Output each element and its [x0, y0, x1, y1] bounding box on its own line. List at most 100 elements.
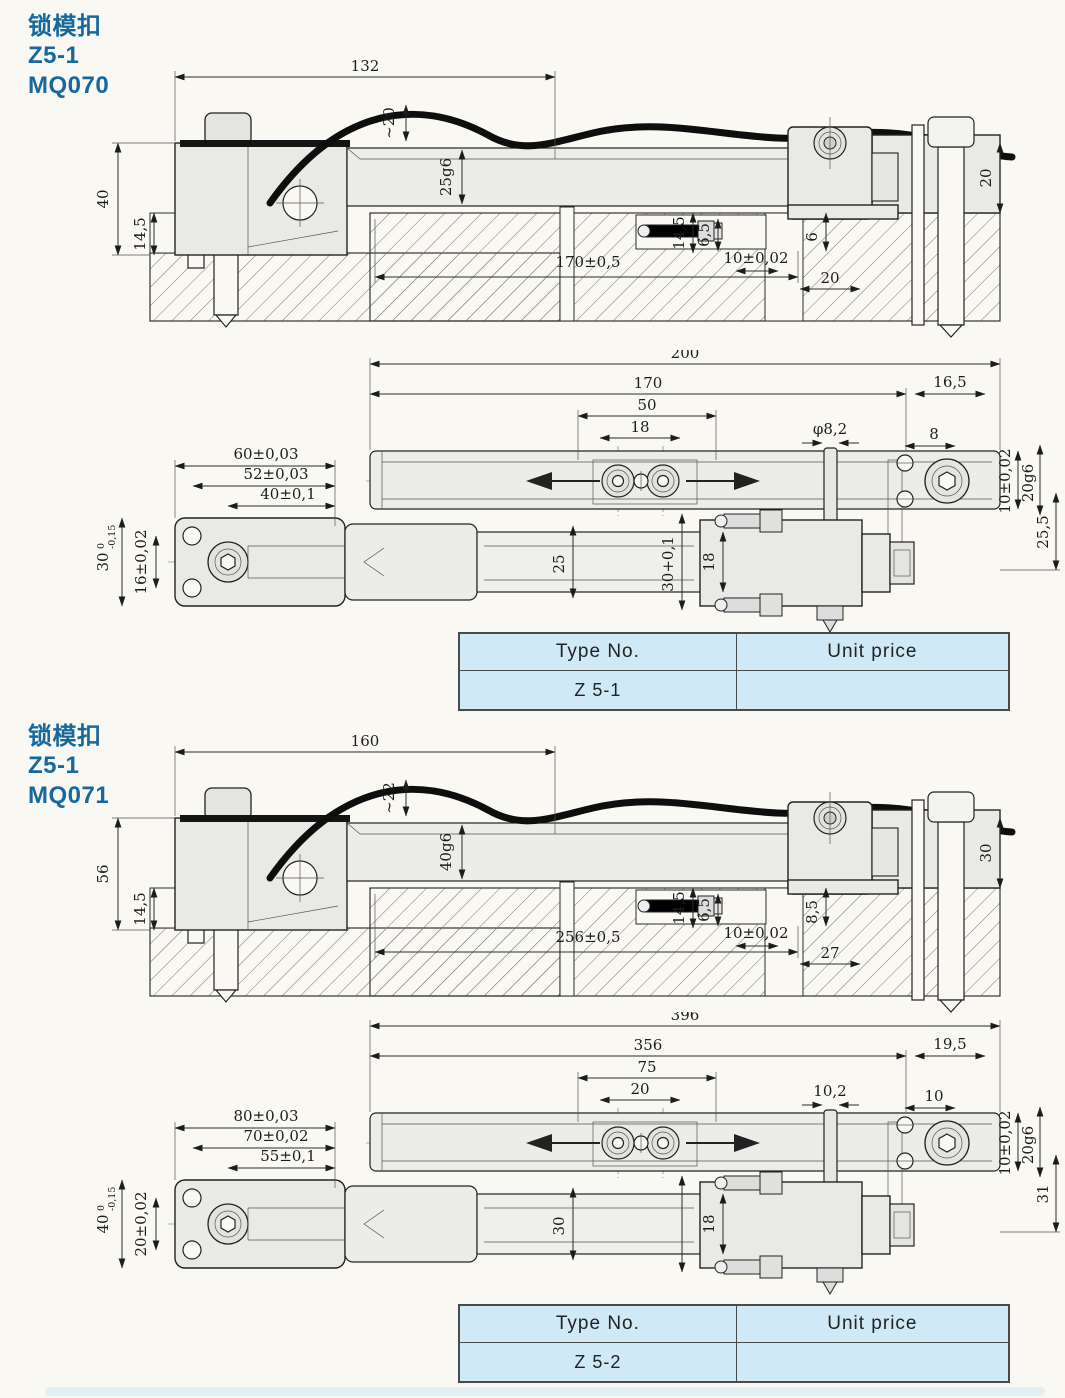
dim-block-w3: 40±0,1 — [260, 485, 316, 503]
slide-arrow-right — [734, 472, 760, 490]
dim-v-offset: 10±0,02 — [996, 448, 1014, 513]
dim-bar-height: 25g6 — [437, 158, 455, 196]
latch-bar — [346, 822, 803, 882]
dim-hole-span: 50 — [637, 396, 656, 414]
svg-text:-0,15: -0,15 — [107, 1187, 118, 1211]
dim-spring-height: ~22 — [380, 782, 398, 814]
slider-assembly — [174, 509, 915, 633]
svg-text:0: 0 — [96, 1205, 107, 1211]
dim-block-height: 30 0 -0,15 — [94, 525, 118, 572]
dim-block-height: 40 0 -0,15 — [94, 1187, 118, 1234]
dim-block-w2: 52±0,03 — [243, 465, 308, 483]
table-header-type: Type No. — [460, 634, 737, 670]
dim-hole-gap: 20 — [630, 1080, 649, 1098]
dimension-lines — [112, 71, 1004, 293]
dimension-labels: 200 170 50 18 φ8,2 16,5 8 10±0,02 20g6 2… — [94, 344, 1052, 595]
dim-length: 356 — [634, 1036, 663, 1054]
product-title: 锁模扣 Z5-1 MQ071 — [28, 722, 109, 810]
price-table: Type No. Unit price Z 5-1 — [458, 632, 1010, 711]
plan-view-drawing: 200 170 50 18 φ8,2 16,5 8 10±0,02 20g6 2… — [94, 344, 1060, 633]
dim-hook-depth: 8,5 — [803, 900, 821, 924]
hook-bracket — [787, 116, 1001, 338]
dim-right-height: 20 — [977, 168, 995, 187]
table-header-price: Unit price — [827, 1313, 918, 1334]
slider-assembly — [174, 1171, 915, 1295]
side-view-drawing: 160 ~22 40g6 56 14,5 256±0,5 30 14,5 6,5… — [94, 732, 1016, 1013]
dim-block-w2: 70±0,02 — [243, 1127, 308, 1145]
dim-mid-slot: 30+0,1 — [659, 536, 677, 592]
leaf-spring — [266, 785, 1016, 882]
dim-mid-bar: 25 — [550, 554, 568, 573]
dim-span: 256±0,5 — [555, 928, 620, 946]
product-title-line2: MQ070 — [28, 71, 110, 99]
dim-rod-dia: φ8,2 — [813, 420, 847, 438]
dim-v-offset: 10±0,02 — [996, 1110, 1014, 1175]
dim-pin-offset: 6,5 — [695, 898, 713, 922]
dim-end-height: 25,5 — [1034, 515, 1052, 548]
dim-right-step: 14,5 — [670, 216, 688, 249]
mold-plates-hatching — [149, 881, 1001, 997]
dim-mid-pin: 18 — [700, 1214, 718, 1233]
slide-arrow-right — [734, 1134, 760, 1152]
dimension-labels: 132 ~20 25g6 40 14,5 170±0,5 20 14,5 6,5… — [94, 57, 995, 287]
hook-bracket — [787, 791, 1001, 1013]
plan-view-drawing: 396 356 75 20 10,2 19,5 10 10±0,02 20g6 … — [94, 1006, 1060, 1295]
stop-pin — [635, 214, 767, 250]
dim-top-width: 132 — [351, 57, 380, 75]
dim-end-width: 19,5 — [933, 1035, 966, 1053]
svg-text:30: 30 — [94, 552, 112, 571]
dim-mid-bar: 30 — [550, 1216, 568, 1235]
dim-body-height: 40 — [94, 189, 112, 208]
latch-bar — [346, 147, 803, 207]
dim-bar-height: 40g6 — [437, 833, 455, 871]
product-title-line2: MQ071 — [28, 781, 110, 809]
dim-top-width: 160 — [351, 732, 380, 750]
dim-edge-offset: 27 — [820, 944, 839, 962]
dim-end-hole: 10 — [924, 1087, 943, 1105]
dim-block-slot: 16±0,02 — [132, 529, 150, 594]
dim-edge-offset: 20 — [820, 269, 839, 287]
page-edge-strip — [45, 1387, 1045, 1396]
table-type-no: Z 5-1 — [460, 671, 737, 709]
slide-arrow-left — [526, 1134, 552, 1152]
dim-total-length: 396 — [671, 1012, 700, 1024]
dim-body-height: 56 — [94, 864, 112, 883]
dimension-lines — [112, 746, 1004, 968]
dim-block-slot: 20±0,02 — [132, 1191, 150, 1256]
dim-span: 170±0,5 — [555, 253, 620, 271]
dim-length: 170 — [634, 374, 663, 392]
dim-shaft-fit: 20g6 — [1019, 464, 1037, 502]
dim-pin: 10±0,02 — [723, 249, 788, 267]
dim-spring-height: ~20 — [380, 107, 398, 139]
dim-step-height: 14,5 — [131, 892, 149, 925]
dim-pin: 10±0,02 — [723, 924, 788, 942]
dim-right-height: 30 — [977, 843, 995, 862]
price-table: Type No. Unit price Z 5-2 — [458, 1304, 1010, 1383]
svg-text:-0,15: -0,15 — [107, 525, 118, 549]
side-view-drawing: 132 ~20 25g6 40 14,5 170±0,5 20 14,5 6,5… — [94, 57, 1016, 338]
dim-end-width: 16,5 — [933, 373, 966, 391]
dim-pin-offset: 6,5 — [695, 223, 713, 247]
table-unit-price — [737, 1343, 1008, 1381]
dim-hole-gap: 18 — [630, 418, 649, 436]
dimension-labels: 160 ~22 40g6 56 14,5 256±0,5 30 14,5 6,5… — [94, 732, 995, 962]
dim-shaft-fit: 20g6 — [1019, 1126, 1037, 1164]
dim-rod-dia: 10,2 — [813, 1082, 846, 1100]
dim-mid-pin: 18 — [700, 552, 718, 571]
table-type-no: Z 5-2 — [460, 1343, 737, 1381]
latch-body — [174, 112, 350, 328]
dim-end-hole: 8 — [929, 425, 939, 443]
table-header-type: Type No. — [460, 1306, 737, 1342]
dimension-lines — [118, 358, 1060, 611]
dimension-lines — [118, 1020, 1060, 1273]
dim-step-height: 14,5 — [131, 217, 149, 250]
table-unit-price — [737, 671, 1008, 709]
dim-hook-depth: 6 — [803, 232, 821, 242]
latch-body — [174, 787, 350, 1003]
dim-block-w1: 60±0,03 — [233, 445, 298, 463]
dim-hole-span: 75 — [637, 1058, 656, 1076]
dim-total-length: 200 — [671, 350, 700, 362]
table-header-price: Unit price — [827, 641, 918, 662]
section-mq070: 锁模扣 Z5-1 MQ070 — [28, 13, 1060, 711]
